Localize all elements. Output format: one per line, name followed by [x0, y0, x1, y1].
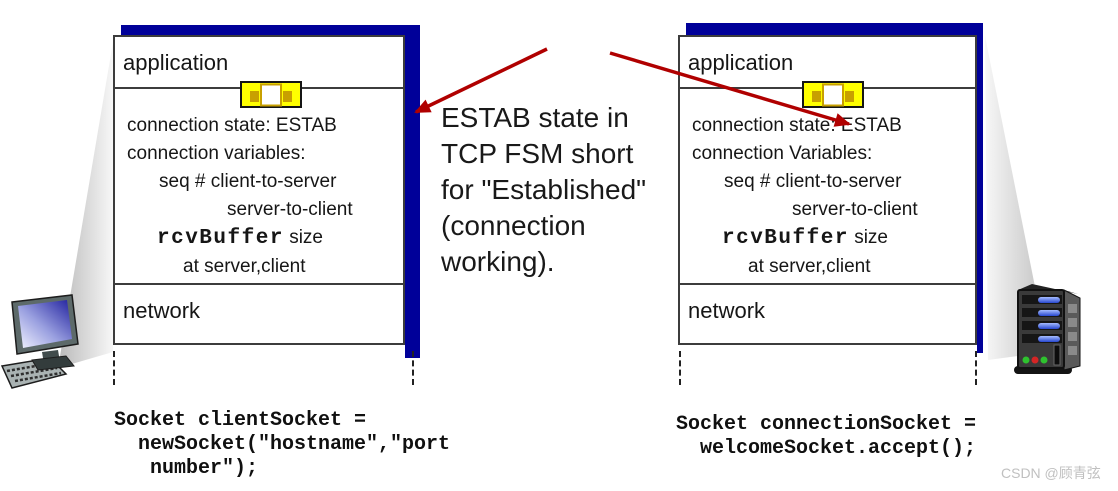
client-protocol-stack: application connection state: ESTAB conn…: [113, 35, 405, 345]
client-seq-server-to-client: server-to-client: [227, 199, 353, 220]
server-rcvbuffer-size-label: size: [848, 227, 888, 248]
client-socket-code: Socket clientSocket = newSocket("hostnam…: [114, 409, 451, 480]
client-right-dashed-line: [412, 351, 414, 385]
server-at-server-client: at server,client: [748, 256, 871, 277]
server-network-layer: network: [680, 285, 975, 343]
client-connection-variables: connection variables:: [127, 143, 306, 164]
desktop-computer-icon: [0, 294, 79, 389]
server-left-dashed-line: [679, 351, 681, 385]
client-seq-client-to-server: seq # client-to-server: [159, 171, 337, 192]
server-box-shadow-top: [686, 23, 983, 37]
client-network-label: network: [123, 298, 201, 323]
server-rcvbuffer-var: rcvBuffer: [722, 227, 849, 250]
client-rcvbuffer-size-label: size: [283, 227, 323, 248]
client-left-dashed-line: [113, 351, 115, 385]
server-connection-state: connection state: ESTAB: [692, 115, 902, 136]
server-tower-icon: [1014, 284, 1081, 374]
estab-annotation: ESTAB state in TCP FSM short for "Establ…: [441, 102, 647, 277]
server-rcvbuffer-line: rcvBuffer size: [680, 224, 975, 253]
client-rcvbuffer-line: rcvBuffer size: [115, 224, 403, 253]
client-beam: [58, 42, 113, 368]
server-beam: [985, 36, 1048, 360]
csdn-watermark: CSDN @顾青弦: [1001, 465, 1101, 481]
client-at-server-client: at server,client: [183, 256, 306, 277]
socket-icon: [240, 81, 302, 108]
client-connection-state: connection state: ESTAB: [127, 115, 337, 136]
socket-icon: [802, 81, 864, 108]
client-box-shadow-right: [405, 25, 420, 358]
client-network-layer: network: [115, 285, 403, 343]
server-seq-server-to-client: server-to-client: [792, 199, 918, 220]
server-box-shadow-right: [977, 23, 983, 353]
server-right-dashed-line: [975, 351, 977, 385]
server-connection-info: connection state: ESTAB connection Varia…: [680, 89, 975, 285]
client-rcvbuffer-var: rcvBuffer: [157, 227, 284, 250]
server-network-label: network: [688, 298, 766, 323]
server-socket-code: Socket connectionSocket = welcomeSocket.…: [676, 413, 977, 460]
server-seq-client-to-server: seq # client-to-server: [724, 171, 902, 192]
client-application-label: application: [123, 50, 229, 75]
client-connection-info: connection state: ESTAB connection varia…: [115, 89, 403, 285]
server-connection-variables: connection Variables:: [692, 143, 873, 164]
server-application-label: application: [688, 50, 794, 75]
